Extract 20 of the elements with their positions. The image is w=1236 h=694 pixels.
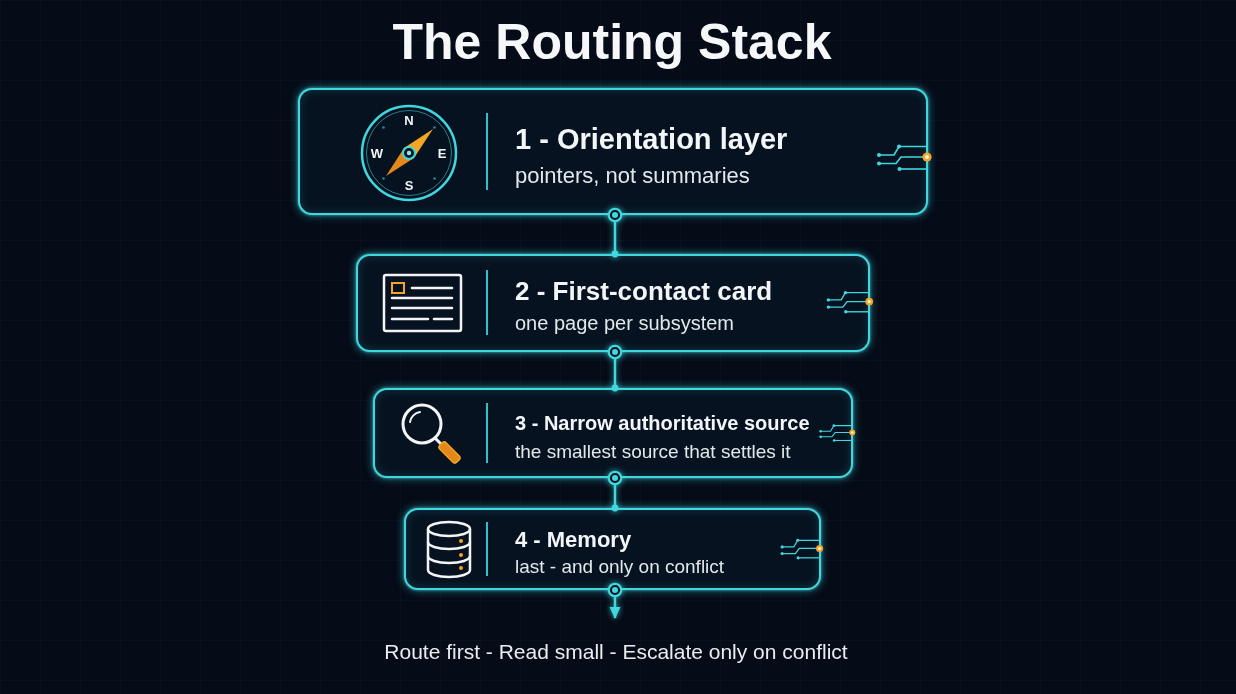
connector-line — [607, 344, 623, 392]
layer-description: the smallest source that settles it — [515, 440, 791, 464]
layer-card — [404, 508, 821, 590]
compass-direction-letter: W — [370, 146, 384, 160]
layer-heading: 1 - Orientation layer — [515, 121, 788, 157]
layer-card — [373, 388, 853, 478]
arrow — [607, 582, 623, 619]
compass-direction-letter: N — [404, 113, 414, 127]
layer-description: last - and only on conflict — [515, 555, 725, 579]
connector-line — [607, 470, 623, 512]
layer-heading: 2 - First-contact card — [515, 276, 773, 308]
tagline: Route first - Read small - Escalate only on conflict — [384, 639, 848, 665]
connector-line — [607, 207, 623, 258]
layer-description: pointers, not summaries — [515, 162, 750, 190]
compass-direction-letter: S — [404, 178, 414, 192]
layer-heading: 3 - Narrow authoritative source — [515, 411, 810, 435]
layer-description: one page per subsystem — [515, 311, 735, 335]
compass-direction-letter: E — [437, 146, 447, 160]
diagram-title: The Routing Stack — [392, 13, 832, 72]
layer-heading: 4 - Memory — [515, 526, 632, 554]
